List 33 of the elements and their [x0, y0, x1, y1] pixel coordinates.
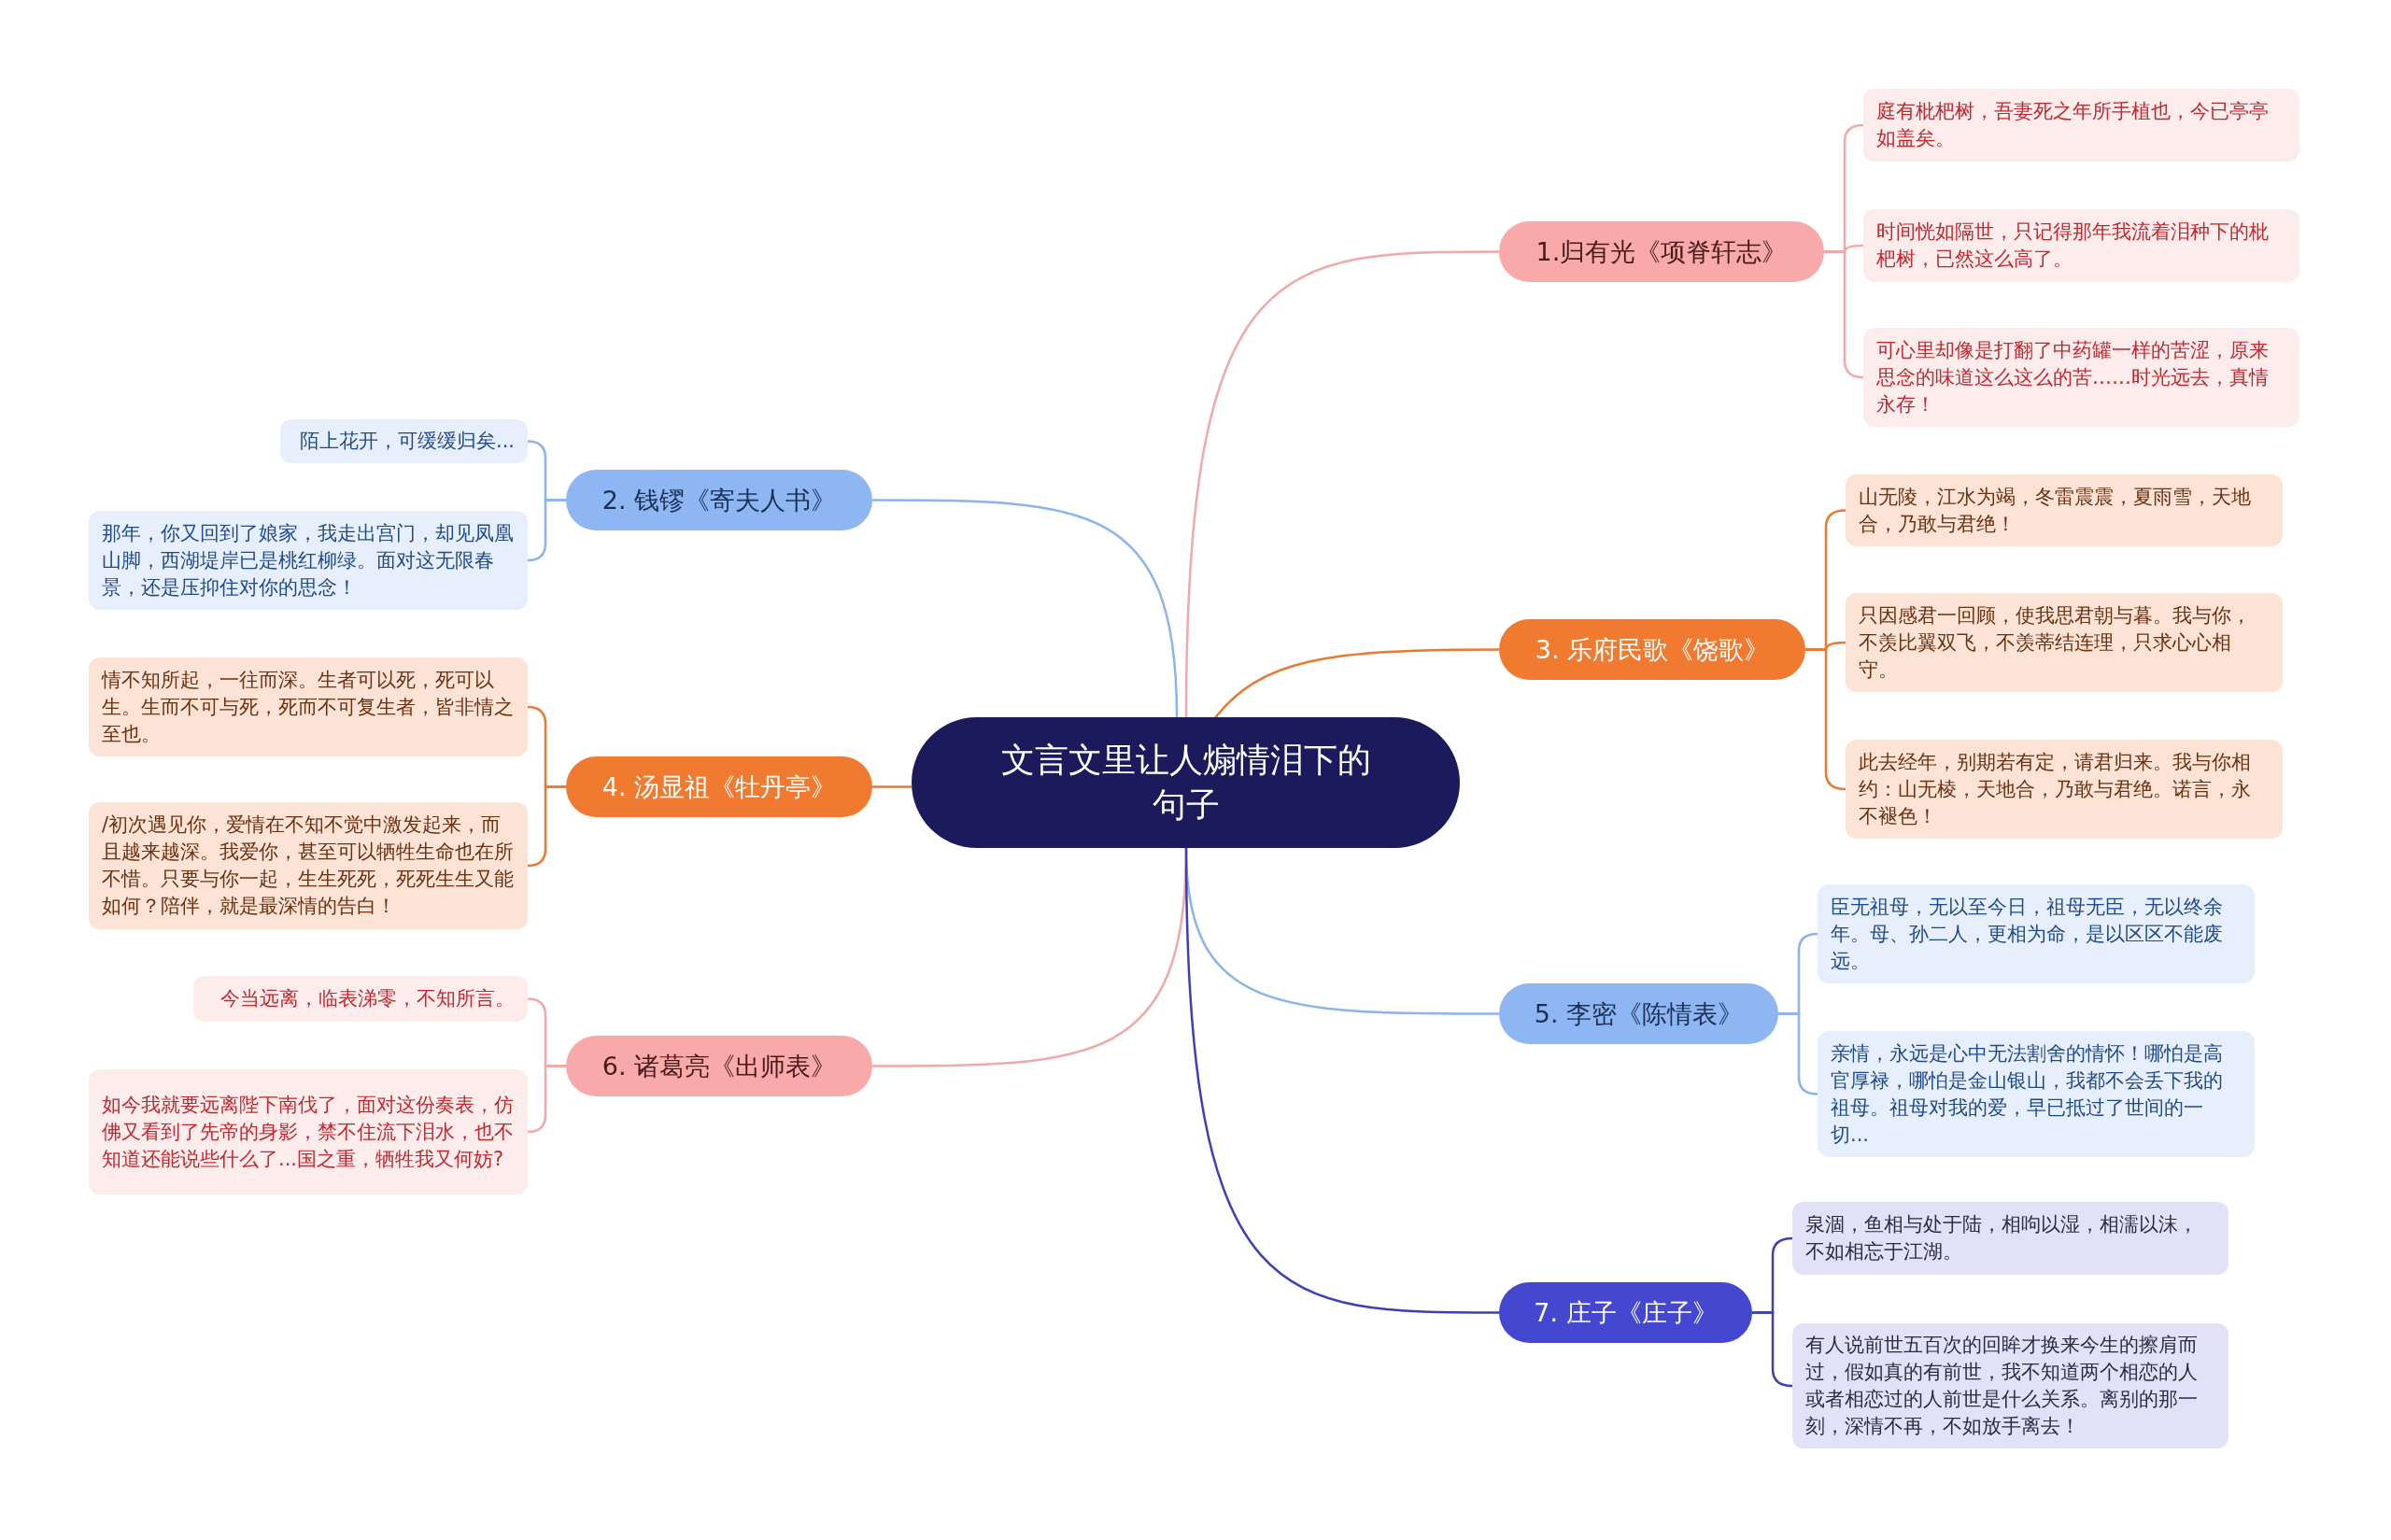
quote-box: 时间恍如隔世，只记得那年我流着泪种下的枇杷树，已然这么高了。 — [1863, 209, 2299, 282]
quote-box: 山无陵，江水为竭，冬雷震震，夏雨雪，天地合，乃敢与君绝！ — [1846, 474, 2283, 546]
connector-line — [872, 499, 1179, 718]
quote-box: 此去经年，别期若有定，请君归来。我与你相约：山无棱，天地合，乃敢与君绝。诺言，永不褪色！ — [1846, 740, 2283, 839]
quote-box: 泉涸，鱼相与处于陆，相呴以湿，相濡以沫，不如相忘于江湖。 — [1792, 1202, 2228, 1275]
quote-box: 可心里却像是打翻了中药罐一样的苦涩，原来思念的味道这么这么的苦……时光远去，真情永存！ — [1863, 328, 2299, 427]
quote-box: 亲情，永远是心中无法割舍的情怀！哪怕是高官厚禄，哪怕是金山银山，我都不会丢下我的祖母。祖母对我的爱，早已抵过了世间的一切... — [1818, 1031, 2255, 1157]
quote-box: 只因感君一回顾，使我思君朝与暮。我与你，不羡比翼双飞，不羡蒂结连理，只求心心相守。 — [1846, 593, 2283, 692]
connector-line — [1184, 250, 1499, 718]
connector-line — [1184, 847, 1499, 1314]
connector-line — [1213, 648, 1499, 720]
branch-topic: 7. 庄子《庄子》 — [1499, 1282, 1752, 1343]
quote-box: /初次遇见你，爱情在不知不觉中激发起来，而且越来越深。我爱你，甚至可以牺牲生命也在所不惜。只要与你一起，生生死死，死死生生又能如何？陪伴，就是最深情的告白！ — [89, 802, 528, 929]
quote-box: 庭有枇杷树，吾妻死之年所手植也，今已亭亭如盖矣。 — [1863, 89, 2299, 162]
connector-line — [1824, 250, 1864, 379]
branch-topic: 6. 诸葛亮《出师表》 — [566, 1036, 872, 1096]
connector-line — [872, 785, 912, 788]
quote-box: 陌上花开，可缓缓归矣... — [280, 419, 528, 463]
branch-topic: 3. 乐府民歌《饶歌》 — [1499, 619, 1805, 680]
quote-box: 有人说前世五百次的回眸才换来今生的擦肩而过，假如真的有前世，我不知道两个相恋的人或者相恋过的人前世是什么关系。离别的那一刻，深情不再，不如放手离去！ — [1792, 1323, 2228, 1448]
quote-box: 如今我就要远离陛下南伐了，面对这份奏表，仿佛又看到了先帝的身影，禁不住流下泪水，也不知道还能说些什么了...国之重，牺牲我又何妨? — [89, 1069, 528, 1194]
central-topic: 文言文里让人煽情泪下的句子 — [912, 717, 1460, 848]
branch-topic: 2. 钱镠《寄夫人书》 — [566, 470, 872, 530]
quote-box: 臣无祖母，无以至今日，祖母无臣，无以终余年。母、孙二人，更相为命，是以区区不能废远。 — [1818, 884, 2255, 983]
quote-box: 今当远离，临表涕零，不知所言。 — [193, 976, 528, 1022]
branch-topic: 4. 汤显祖《牡丹亭》 — [566, 756, 872, 817]
connector-line — [1778, 1012, 1818, 1095]
branch-topic: 5. 李密《陈情表》 — [1499, 983, 1778, 1044]
connector-line — [527, 1065, 566, 1134]
quote-box: 情不知所起，一往而深。生者可以死，死可以生。生而不可与死，死而不可复生者，皆非情之至也。 — [89, 657, 528, 756]
quote-box: 那年，你又回到了娘家，我走出宫门，却见凤凰山脚，西湖堤岸已是桃红柳绿。面对这无限春景，还是压抑住对你的思念！ — [89, 511, 528, 610]
connector-line — [527, 499, 566, 562]
branch-topic: 1.归有光《项脊轩志》 — [1499, 221, 1824, 282]
